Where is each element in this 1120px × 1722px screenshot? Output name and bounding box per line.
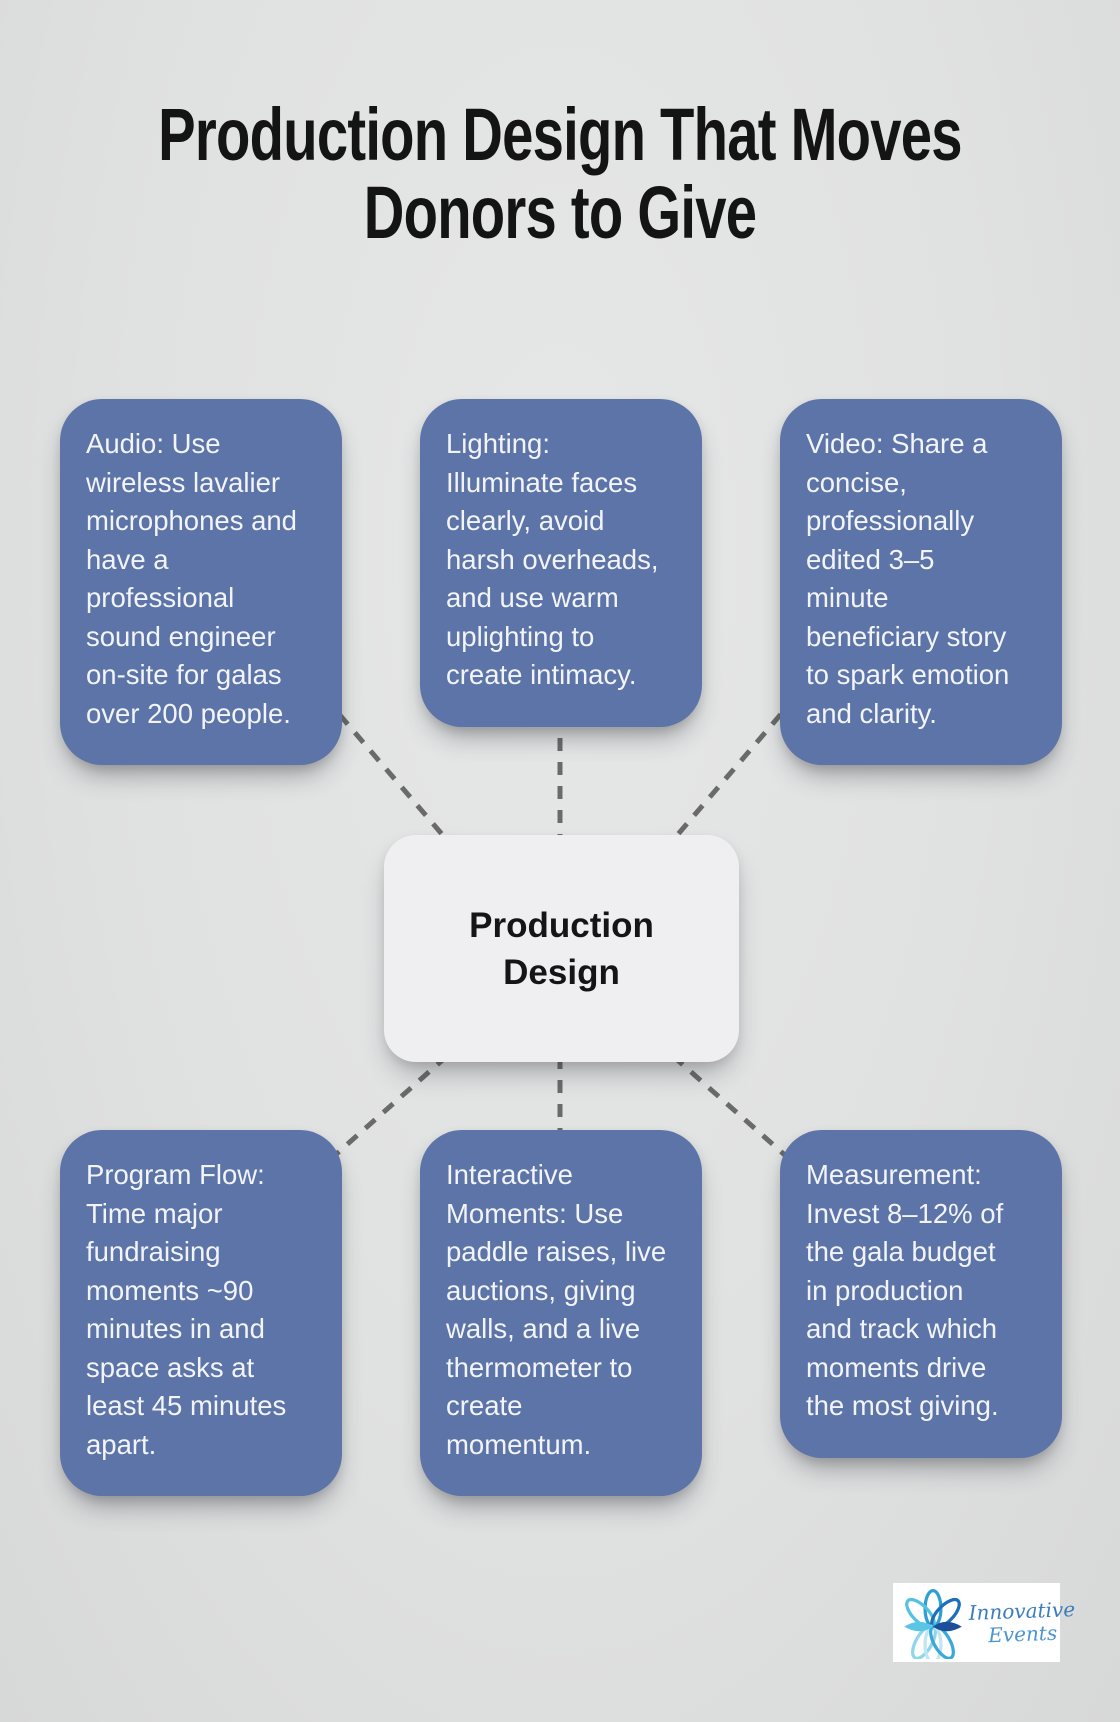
connector-center-to-programflow [314,1054,449,1174]
node-audio: Audio: Use wireless lavalier microphones… [60,399,342,765]
node-interactive-moments: Interactive Moments: Use paddle raises, … [420,1130,702,1496]
node-measurement: Measurement: Invest 8–12% of the gala bu… [780,1130,1062,1458]
page-title: Production Design That Moves Donors to G… [158,93,962,254]
node-interactive-moments-text: Interactive Moments: Use paddle raises, … [446,1159,667,1460]
node-lighting: Lighting: Illuminate faces clearly, avoi… [420,399,702,727]
node-program-flow: Program Flow: Time major fundraising mom… [60,1130,342,1496]
node-program-flow-text: Program Flow: Time major fundraising mom… [86,1159,287,1460]
node-measurement-text: Measurement: Invest 8–12% of the gala bu… [806,1159,1004,1421]
logo-wordmark-line2: Events [987,1620,1058,1648]
center-node-label: Production Design [469,905,654,992]
logo-wordmark-line1: Innovative [968,1597,1076,1625]
center-node-production-design: Production Design [384,835,739,1062]
node-lighting-text: Lighting: Illuminate faces clearly, avoi… [446,428,659,690]
logo-wordmark: Innovative Events [968,1597,1076,1648]
node-video-text: Video: Share a concise, professionally e… [806,428,1010,729]
innovative-events-logo: Innovative Events [893,1583,1075,1662]
node-video: Video: Share a concise, professionally e… [780,399,1062,765]
lotus-flower-icon [904,1588,962,1659]
connector-center-to-measurement [671,1054,806,1174]
node-audio-text: Audio: Use wireless lavalier microphones… [86,428,297,729]
